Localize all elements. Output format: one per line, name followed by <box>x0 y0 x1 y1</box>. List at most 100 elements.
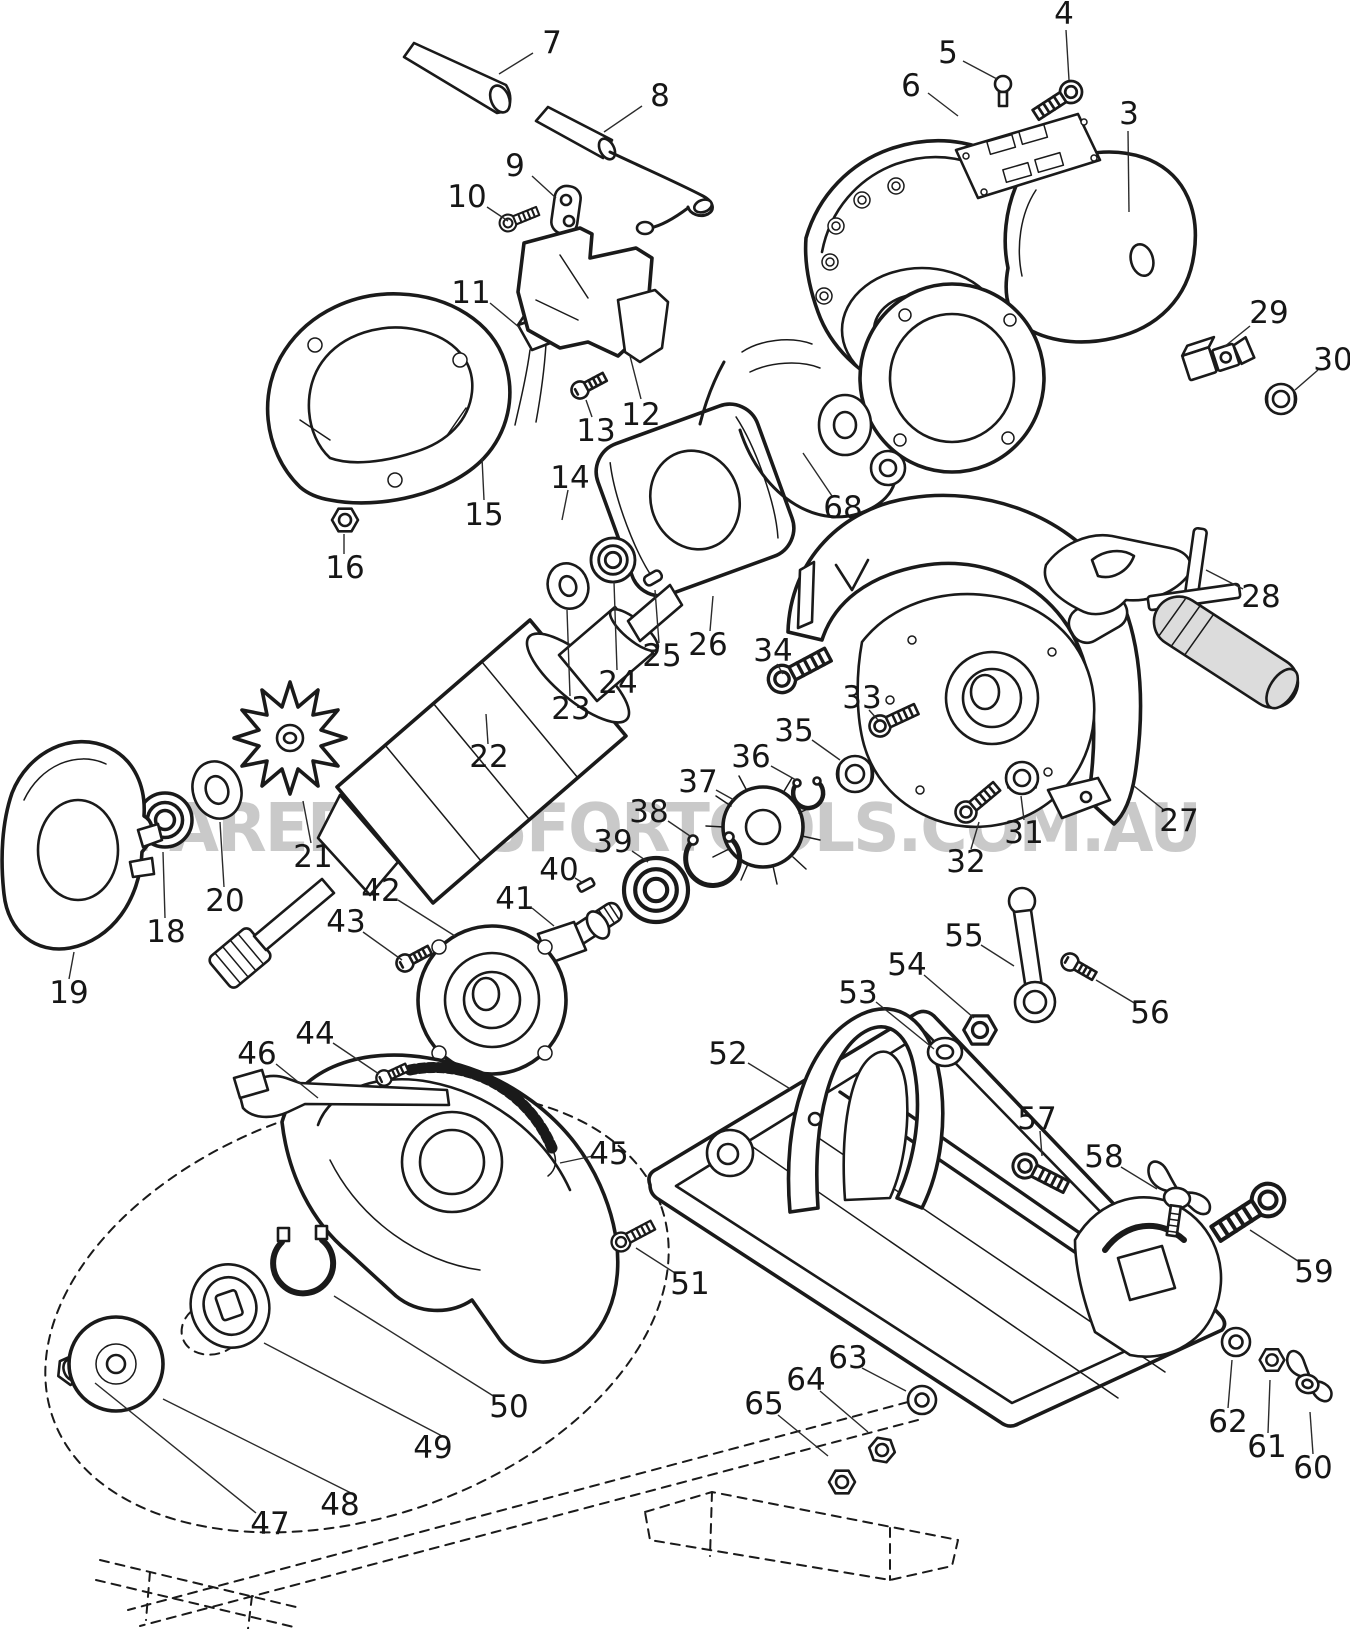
leader-line-14 <box>561 489 569 521</box>
leader-line-19 <box>68 951 75 980</box>
part-16-drawing <box>330 507 360 533</box>
part-29-drawing <box>1180 335 1256 382</box>
leader-line-62 <box>1227 1359 1233 1409</box>
leader-line-24 <box>613 581 618 671</box>
leader-line-21 <box>302 800 312 844</box>
part-number-46: 46 <box>237 1036 276 1072</box>
part-7-drawing <box>402 41 512 115</box>
leader-line-33 <box>868 709 879 721</box>
part-number-54: 54 <box>887 947 926 983</box>
part-8-drawing <box>534 105 714 236</box>
part-68-drawing <box>817 393 907 487</box>
part-52-base-drawing <box>647 1007 1227 1428</box>
part-number-26: 26 <box>688 627 727 663</box>
part-number-10: 10 <box>447 179 486 215</box>
part-number-47: 47 <box>250 1506 289 1542</box>
leader-line-31 <box>1020 795 1025 821</box>
leader-line-26 <box>709 595 714 632</box>
part-26-drawing <box>594 360 897 598</box>
leader-line-60 <box>1309 1411 1314 1455</box>
leader-line-6 <box>927 92 959 117</box>
part-number-41: 41 <box>495 881 534 917</box>
part-number-23: 23 <box>551 691 590 727</box>
leader-line-15 <box>481 457 485 501</box>
leader-line-42 <box>397 899 456 937</box>
part-35-drawing <box>835 754 875 794</box>
leader-line-47 <box>94 1382 257 1514</box>
part-number-62: 62 <box>1208 1404 1247 1440</box>
part-number-16: 16 <box>325 550 364 586</box>
part-46-drawing <box>232 1068 451 1119</box>
leader-line-41 <box>531 907 555 927</box>
part-61-drawing <box>1258 1348 1286 1372</box>
leader-line-3 <box>1127 130 1130 213</box>
part-28-drawing <box>1043 526 1242 648</box>
part-number-13: 13 <box>576 413 615 449</box>
leader-line-20 <box>219 821 225 888</box>
part-24-drawing <box>589 536 637 584</box>
part-number-21: 21 <box>293 839 332 875</box>
leader-line-36 <box>770 765 797 781</box>
leader-line-59 <box>1249 1229 1299 1262</box>
part-50-guard-drawing <box>280 1053 620 1364</box>
leader-line-27 <box>1133 785 1165 811</box>
part-number-50: 50 <box>489 1389 528 1425</box>
part-50-ring-drawing <box>270 1224 337 1297</box>
part-23-drawing <box>546 562 590 610</box>
part-number-9: 9 <box>505 148 525 184</box>
part-number-53: 53 <box>838 975 877 1011</box>
part-48-drawing <box>67 1315 165 1413</box>
leader-line-61 <box>1267 1379 1271 1434</box>
part-20-drawing <box>191 760 243 820</box>
leader-line-10 <box>486 206 509 222</box>
part-number-40: 40 <box>539 852 578 888</box>
part-62-drawing <box>1220 1326 1252 1358</box>
part-number-22: 22 <box>469 739 508 775</box>
part-38-drawing <box>683 831 743 888</box>
part-number-28: 28 <box>1241 579 1280 615</box>
part-number-6: 6 <box>901 68 921 104</box>
part-21-drawing <box>232 680 348 796</box>
part-30-drawing <box>1264 382 1298 416</box>
part-number-labels: 7891011546329301213151614682826252423223… <box>49 0 1350 1542</box>
part-number-15: 15 <box>464 497 503 533</box>
leader-line-55 <box>980 944 1015 967</box>
leader-line-68 <box>802 452 833 497</box>
part-number-30: 30 <box>1313 342 1350 378</box>
part-number-34: 34 <box>753 633 792 669</box>
part-number-44: 44 <box>295 1016 334 1052</box>
part-number-35: 35 <box>774 713 813 749</box>
part-number-45: 45 <box>589 1136 628 1172</box>
leader-line-44 <box>332 1042 380 1075</box>
leader-line-48 <box>162 1398 352 1494</box>
part-number-20: 20 <box>205 883 244 919</box>
part-12-drawing <box>516 226 670 364</box>
leader-line-4 <box>1065 29 1070 81</box>
part-55-drawing <box>1007 886 1057 1024</box>
leader-line-29 <box>1223 325 1251 348</box>
part-39-drawing <box>624 858 688 922</box>
leader-line-9 <box>531 175 557 199</box>
leader-line-51 <box>635 1247 676 1274</box>
part-number-65: 65 <box>744 1386 783 1422</box>
part-number-4: 4 <box>1054 0 1074 32</box>
part-number-25: 25 <box>642 638 681 674</box>
leader-line-13 <box>585 399 593 418</box>
part-6-drawing <box>954 112 1102 200</box>
part-31-drawing <box>1004 760 1040 796</box>
part-number-61: 61 <box>1247 1429 1286 1465</box>
part-number-37: 37 <box>678 764 717 800</box>
leader-line-8 <box>603 105 643 133</box>
part-number-33: 33 <box>842 680 881 716</box>
part-number-19: 19 <box>49 975 88 1011</box>
leader-line-28 <box>1205 569 1244 590</box>
part-58-drawing <box>1147 1160 1212 1238</box>
leader-line-50 <box>333 1295 496 1398</box>
part-number-11: 11 <box>451 275 490 311</box>
leader-line-12 <box>629 355 642 400</box>
part-number-27: 27 <box>1159 803 1198 839</box>
leader-line-52 <box>747 1062 793 1091</box>
part-number-32: 32 <box>946 844 985 880</box>
part-number-5: 5 <box>938 35 958 71</box>
